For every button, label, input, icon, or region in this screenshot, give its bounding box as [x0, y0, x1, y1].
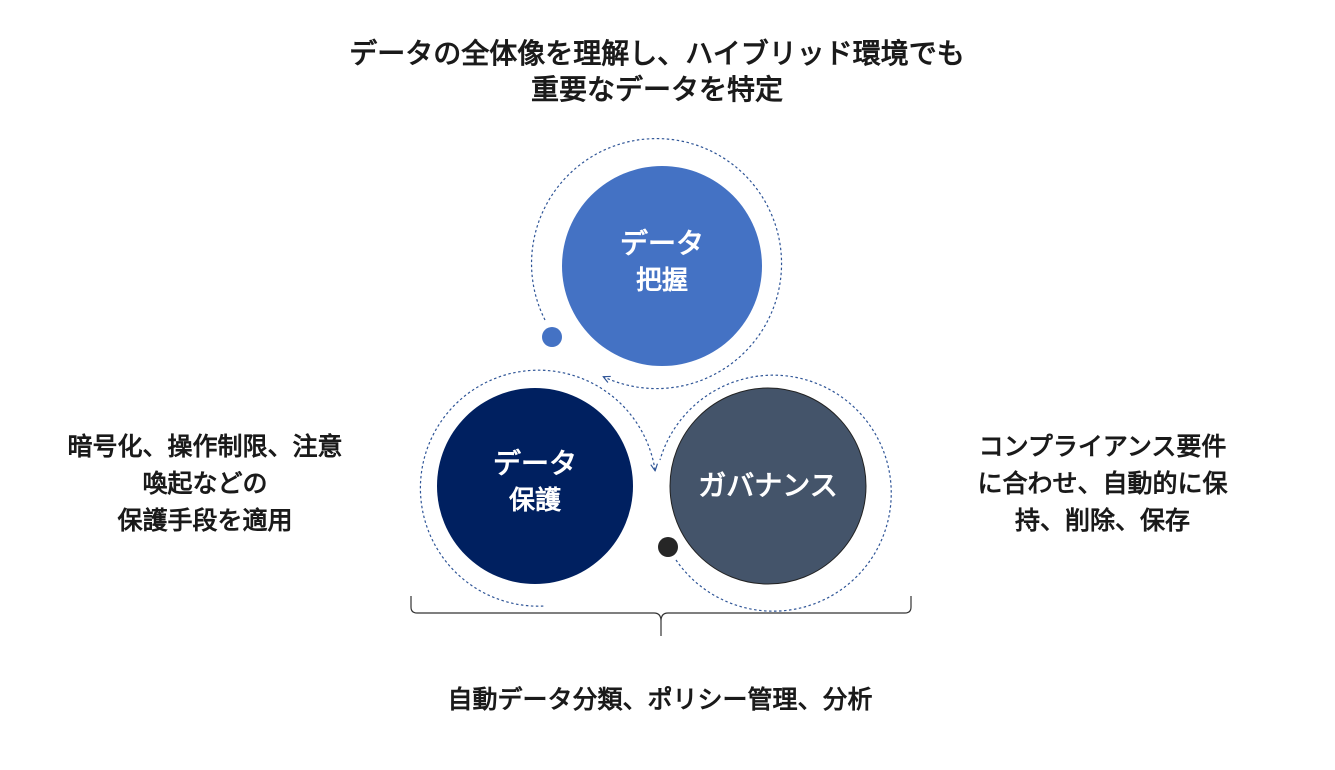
caption-right-line-3: 持、削除、保存 [1014, 506, 1190, 535]
orbit-ring-protect [419, 369, 655, 607]
caption-left: 暗号化、操作制限、注意 喚起などの 保護手段を適用 [10, 428, 400, 539]
caption-right: コンプライアンス要件 に合わせ、自動的に保 持、削除、保存 [930, 428, 1275, 539]
circle-governance-label: ガバナンス [698, 469, 837, 502]
caption-top: データの全体像を理解し、ハイブリッド環境でも 重要なデータを特定 [267, 36, 1047, 108]
caption-bottom-line: 自動データ分類、ポリシー管理、分析 [447, 685, 873, 714]
caption-bottom: 自動データ分類、ポリシー管理、分析 [310, 682, 1010, 718]
circle-data-grasp-label-2: 把握 [636, 266, 688, 296]
circle-data-protect-label-1: データ [493, 447, 577, 480]
caption-left-line-2: 喚起などの [142, 469, 268, 498]
circle-data-grasp [562, 166, 762, 366]
circle-governance [669, 387, 867, 585]
caption-right-line-1: コンプライアンス要件 [978, 432, 1227, 461]
caption-top-line-2: 重要なデータを特定 [530, 73, 783, 106]
circle-data-protect [437, 388, 633, 584]
orbit-ring-grasp [530, 138, 783, 390]
caption-left-line-3: 保護手段を適用 [117, 506, 293, 535]
bracket [410, 596, 912, 636]
caption-right-line-2: に合わせ、自動的に保 [977, 469, 1228, 498]
caption-left-line-1: 暗号化、操作制限、注意 [67, 432, 343, 461]
orbit-ring-governance [659, 374, 892, 612]
circle-data-grasp-label-1: データ [620, 227, 704, 260]
caption-top-line-1: データの全体像を理解し、ハイブリッド環境でも [349, 37, 965, 70]
orbit-dot-blue [542, 327, 562, 347]
circle-data-protect-label-2: 保護 [508, 485, 562, 516]
orbit-dot-dark [658, 537, 678, 557]
